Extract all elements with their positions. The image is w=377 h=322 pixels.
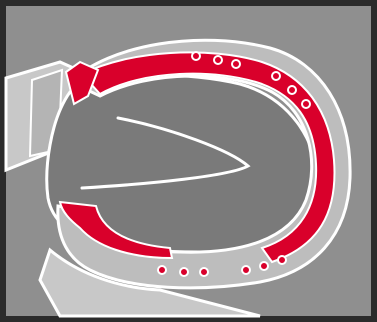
nail-hole-icon — [260, 262, 268, 270]
nail-hole-icon — [278, 256, 286, 264]
nail-hole-icon — [288, 86, 296, 94]
nail-hole-icon — [200, 268, 208, 276]
nail-hole-icon — [232, 60, 240, 68]
nail-hole-icon — [158, 266, 166, 274]
nail-hole-icon — [192, 52, 200, 60]
nail-hole-icon — [302, 100, 310, 108]
nail-hole-icon — [214, 56, 222, 64]
nail-hole-icon — [242, 266, 250, 274]
nail-hole-icon — [180, 268, 188, 276]
nail-hole-icon — [272, 72, 280, 80]
